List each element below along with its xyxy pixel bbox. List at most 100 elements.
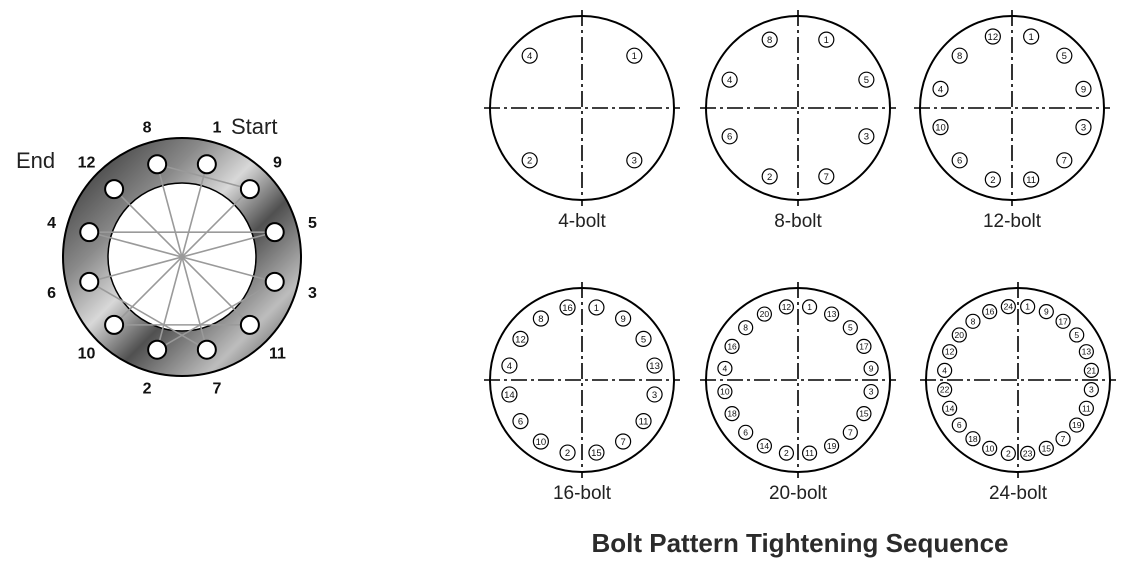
bolt-marker <box>937 362 953 378</box>
bolt-marker <box>588 299 605 316</box>
bolt-marker <box>863 383 879 400</box>
flange-bolt-hole <box>196 154 217 175</box>
bolt-marker <box>1055 313 1071 329</box>
bolt-number: 7 <box>824 172 829 183</box>
bolt-number: 9 <box>1081 84 1086 95</box>
flange-bolt-hole <box>264 222 285 243</box>
pattern-label: 24-bolt <box>989 483 1048 504</box>
bolt-marker <box>1055 431 1071 447</box>
bolt-marker <box>823 438 840 454</box>
bolt-marker <box>942 344 958 360</box>
bolt-number: 11 <box>1082 403 1091 413</box>
bolt-number: 15 <box>1042 443 1052 453</box>
bolt-number: 6 <box>957 156 962 167</box>
bolt-marker <box>942 400 958 416</box>
flange-bolt-number: 5 <box>308 215 317 232</box>
sequence-line <box>88 281 208 351</box>
bolt-marker <box>778 299 795 315</box>
bolt-number: 5 <box>864 75 869 86</box>
bolt-number: 22 <box>940 385 950 395</box>
bolt-marker <box>724 405 740 422</box>
bolt-marker <box>858 128 875 145</box>
bolt-marker <box>721 71 738 88</box>
flange-bolt-number: 7 <box>212 380 221 397</box>
bolt-marker <box>856 338 872 355</box>
bolt-number: 6 <box>518 417 523 428</box>
bolt-marker <box>1078 344 1094 360</box>
pattern-label: 8-bolt <box>774 211 822 232</box>
bolt-marker <box>856 405 872 422</box>
bolt-marker <box>761 168 778 185</box>
bolt-marker <box>532 433 549 450</box>
bolt-number: 3 <box>652 390 657 401</box>
bolt-number: 16 <box>727 341 737 351</box>
bolt-number: 6 <box>743 427 748 437</box>
bolt-marker <box>626 47 643 64</box>
end-label: End <box>16 148 55 173</box>
bolt-marker <box>1083 362 1099 378</box>
flange-bolt-hole <box>264 271 285 292</box>
bolt-marker <box>982 304 998 320</box>
bolt-marker <box>521 47 538 64</box>
bolt-number: 7 <box>620 437 625 448</box>
flange-bolt-number: 4 <box>47 215 56 232</box>
bolt-marker <box>801 445 818 461</box>
flange-bolt-hole <box>239 314 260 335</box>
bolt-number: 1 <box>807 302 812 312</box>
bolt-number: 4 <box>727 75 732 86</box>
bolt-marker <box>559 299 576 316</box>
bolt-number: 6 <box>727 132 732 143</box>
bolt-marker <box>646 357 663 374</box>
bolt-marker <box>982 440 998 456</box>
bolt-marker <box>842 424 858 440</box>
flange-bolt-number: 11 <box>269 345 286 362</box>
bolt-number: 21 <box>1087 365 1097 375</box>
bolt-number: 5 <box>1062 51 1067 62</box>
bolt-marker <box>1078 400 1094 416</box>
bolt-number: 7 <box>1062 156 1067 167</box>
bolt-marker <box>932 119 949 136</box>
pattern-label: 16-bolt <box>553 483 612 504</box>
bolt-marker <box>635 330 652 347</box>
flange-bolt-number: 1 <box>212 120 221 137</box>
flange-bolt-number: 8 <box>143 120 152 137</box>
bolt-number: 15 <box>591 448 602 459</box>
bolt-number: 4 <box>507 361 512 372</box>
bolt-number: 3 <box>1081 123 1086 134</box>
bolt-number: 7 <box>1061 434 1066 444</box>
bolt-marker <box>738 320 754 336</box>
bolt-marker <box>863 360 879 377</box>
bolt-number: 8 <box>767 35 772 46</box>
pattern-label: 20-bolt <box>769 483 828 504</box>
bolt-number: 14 <box>945 403 955 413</box>
bolt-number: 10 <box>536 437 547 448</box>
bolt-number: 16 <box>985 307 995 317</box>
bolt-number: 8 <box>743 323 748 333</box>
flange-bolt-number: 9 <box>273 155 282 172</box>
bolt-marker <box>615 433 632 450</box>
flange-bolt-hole <box>104 314 125 335</box>
bolt-marker <box>1069 417 1085 433</box>
bolt-marker <box>738 424 754 440</box>
bolt-marker <box>858 71 875 88</box>
tightening-sequence-lines <box>88 163 276 351</box>
bolt-number: 12 <box>515 334 526 345</box>
flange-bolt-number: 3 <box>308 285 317 302</box>
pattern-label: 4-bolt <box>558 211 606 232</box>
start-label: Start <box>231 114 277 139</box>
bolt-marker <box>932 80 949 97</box>
bolt-marker <box>559 444 576 461</box>
bolt-marker <box>756 306 773 322</box>
bolt-marker <box>615 310 632 327</box>
flange-bolt-number: 12 <box>78 155 96 172</box>
bolt-marker <box>1083 382 1099 398</box>
bolt-number: 2 <box>565 448 570 459</box>
bolt-number: 3 <box>632 156 637 167</box>
bolt-marker <box>984 28 1001 45</box>
bolt-number: 4 <box>527 51 532 62</box>
bolt-marker <box>1075 80 1092 97</box>
bolt-marker <box>501 386 518 403</box>
